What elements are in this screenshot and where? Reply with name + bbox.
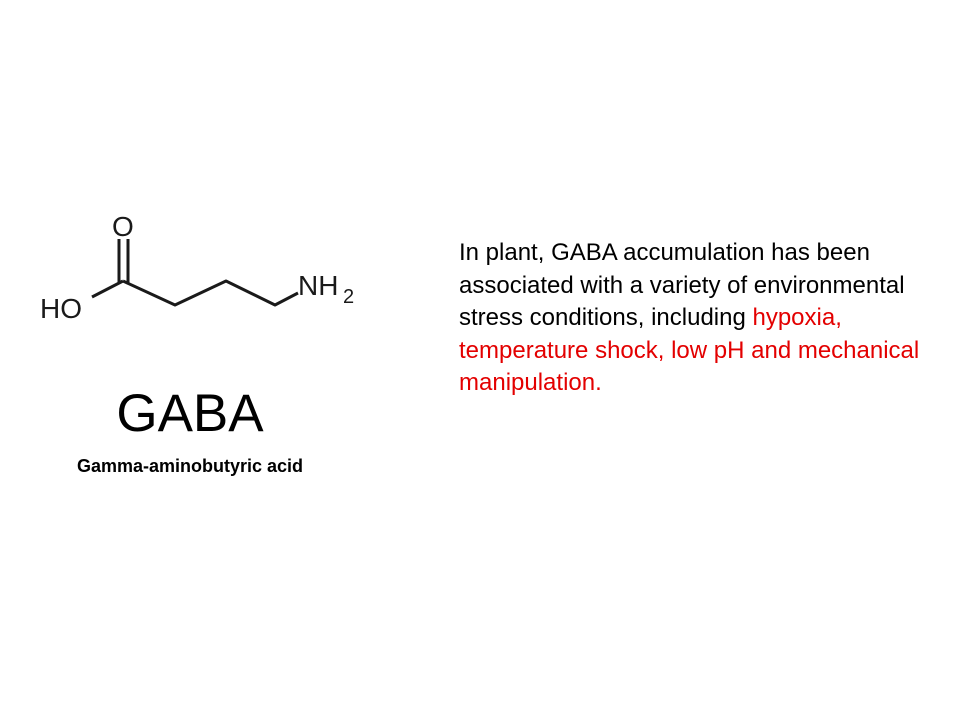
atom-ho: HO — [40, 293, 82, 324]
bond-ho-c — [91, 279, 124, 299]
skeletal-formula: O HO NH 2 — [40, 211, 354, 324]
page-title: GABA — [116, 384, 264, 443]
atom-o: O — [112, 211, 134, 242]
gaba-structure-diagram: O HO NH 2 — [30, 205, 380, 335]
description-paragraph: In plant, GABA accumulation has been ass… — [459, 237, 939, 400]
atom-nh-subscript: 2 — [343, 286, 354, 308]
description-highlight: hypoxia, temperature shock, low pH and m… — [459, 304, 920, 396]
page-subtitle: Gamma-aminobutyric acid — [76, 456, 304, 476]
atom-nh: NH — [298, 270, 338, 301]
description-text: In plant, GABA accumulation has been ass… — [459, 239, 905, 331]
bond-chain — [122, 279, 299, 307]
